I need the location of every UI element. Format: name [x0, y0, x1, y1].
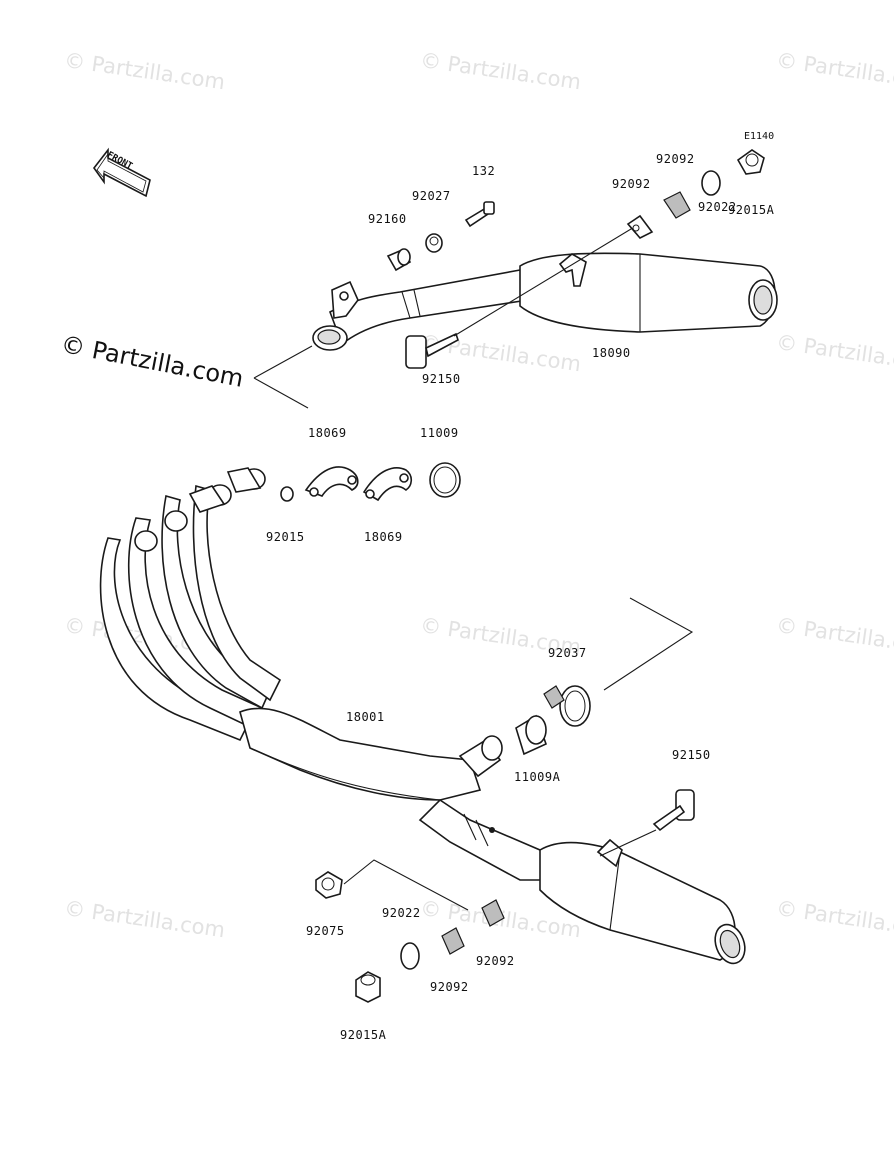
bolt-132 [464, 201, 495, 228]
collar-92160 [386, 248, 412, 272]
front-arrow-icon [93, 147, 151, 198]
part-label-92150: 92150 [422, 372, 461, 386]
part-label-92160: 92160 [368, 212, 407, 226]
nut-92015A-top [736, 149, 765, 175]
part-label-92075: 92075 [306, 924, 345, 938]
bolt-92150-top [405, 332, 459, 369]
gasket-11009A [515, 714, 548, 756]
part-label-132: 132 [472, 164, 496, 178]
bolt-92150-bottom [652, 789, 695, 832]
flange-18069-bottom [362, 467, 413, 502]
part-label-18090: 18090 [592, 346, 631, 360]
part-label-92037: 92037 [548, 646, 587, 660]
silencer-18090 [312, 252, 778, 351]
part-label-18001: 18001 [346, 710, 385, 724]
part-label-92022: 92022 [698, 200, 737, 214]
rubber-92092-bottom-left [441, 927, 465, 955]
bush-92027 [425, 233, 443, 253]
nut-92015A-bottom [355, 971, 381, 1003]
washer-92022-bottom [400, 942, 420, 970]
part-label-92015: 92015 [266, 530, 305, 544]
part-label-18069: 18069 [364, 530, 403, 544]
washer-92022-top [701, 170, 721, 196]
part-label-18069: 18069 [308, 426, 347, 440]
gasket-11009 [429, 462, 461, 498]
diagram-code: E1140 [744, 131, 775, 142]
part-label-92015A: 92015A [340, 1028, 387, 1042]
part-label-92092: 92092 [656, 152, 695, 166]
part-label-92092: 92092 [430, 980, 469, 994]
part-label-92015A: 92015A [728, 203, 775, 217]
rubber-92092-top-right [663, 191, 691, 219]
flange-18069-top [304, 466, 359, 497]
nut-92015 [280, 486, 294, 502]
part-label-92150: 92150 [672, 748, 711, 762]
rubber-92092-top-left [626, 214, 654, 239]
part-label-92027: 92027 [412, 189, 451, 203]
clamp-92037 [543, 685, 591, 727]
part-label-11009: 11009 [420, 426, 459, 440]
part-label-92092: 92092 [612, 177, 651, 191]
part-label-11009A: 11009A [514, 770, 561, 784]
nut-92075 [315, 871, 343, 899]
part-label-92092: 92092 [476, 954, 515, 968]
part-label-92022: 92022 [382, 906, 421, 920]
rubber-92092-bottom-right [481, 899, 505, 927]
exhaust-pipe-18001 [99, 467, 746, 965]
